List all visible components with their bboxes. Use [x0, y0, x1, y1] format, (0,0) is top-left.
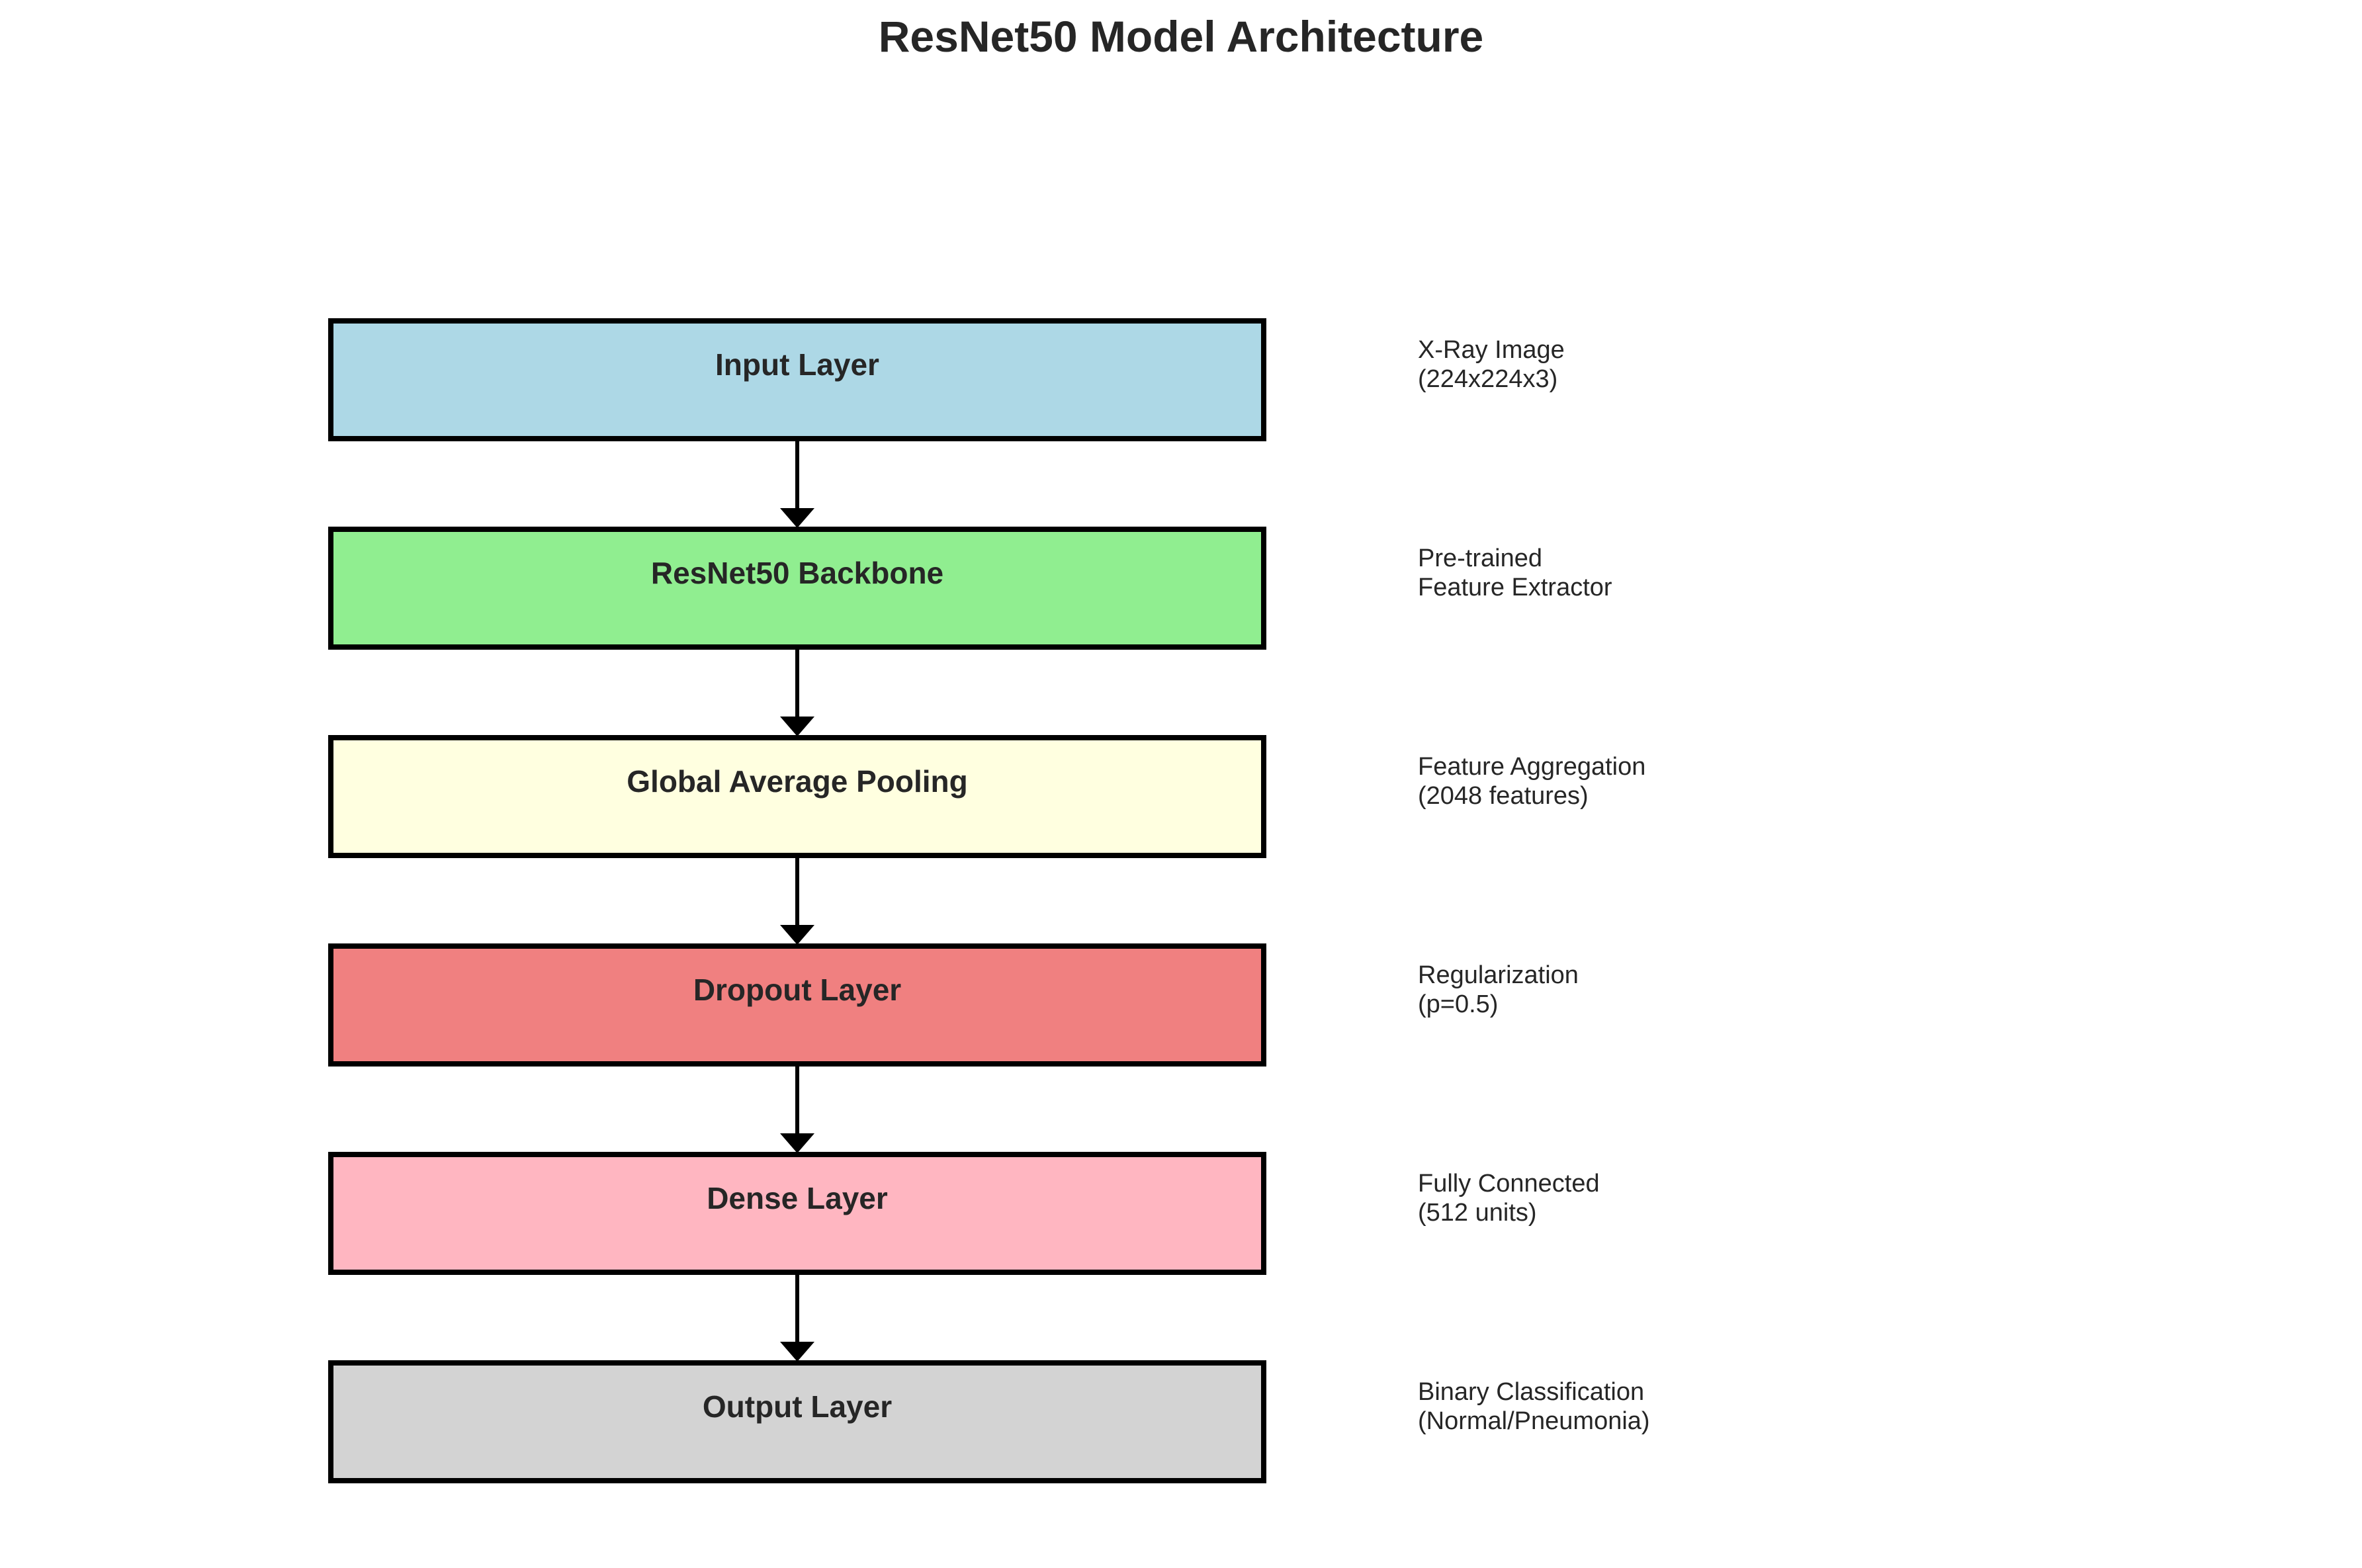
layer-label: Dense Layer — [707, 1181, 888, 1215]
layer-global-average-pooling: Global Average Pooling Feature Aggregatio… — [328, 735, 1645, 858]
layer-box — [328, 318, 1266, 441]
arrow-down — [780, 1067, 814, 1153]
arrow-down — [780, 650, 814, 736]
description-line: Pre-trained — [1418, 544, 1542, 572]
layer-box — [328, 735, 1266, 858]
layer-label: Output Layer — [703, 1389, 892, 1424]
description-line: X-Ray Image — [1418, 336, 1565, 364]
arrow-head — [780, 925, 814, 945]
arrow-head — [780, 1342, 814, 1362]
arrow-down — [780, 441, 814, 528]
layer-box — [328, 943, 1266, 1067]
description-line: (512 units) — [1418, 1199, 1537, 1227]
layer-label: Global Average Pooling — [627, 764, 967, 799]
arrow-head — [780, 508, 814, 528]
layer-stack: Input Layer X-Ray Image(224x224x3) ResNet5… — [328, 318, 1650, 1483]
layer-box — [328, 1152, 1266, 1275]
layer-dense-layer: Dense Layer Fully Connected(512 units) — [328, 1152, 1600, 1275]
layer-description: Fully Connected(512 units) — [1418, 1170, 1600, 1227]
description-line: (p=0.5) — [1418, 990, 1498, 1018]
layer-description: X-Ray Image(224x224x3) — [1418, 336, 1565, 393]
arrow-head — [780, 1133, 814, 1153]
layer-label: Dropout Layer — [693, 973, 901, 1007]
arrow-down — [780, 1275, 814, 1362]
flow-arrows — [780, 441, 814, 1362]
layer-input-layer: Input Layer X-Ray Image(224x224x3) — [328, 318, 1565, 441]
description-line: (224x224x3) — [1418, 365, 1557, 393]
description-line: Binary Classification — [1418, 1378, 1644, 1406]
layer-box — [328, 527, 1266, 650]
description-line: (2048 features) — [1418, 782, 1589, 810]
description-line: Feature Extractor — [1418, 574, 1612, 601]
layer-label: Input Layer — [715, 347, 879, 382]
layer-description: Feature Aggregation(2048 features) — [1418, 753, 1645, 810]
description-line: Regularization — [1418, 961, 1579, 989]
layer-dropout-layer: Dropout Layer Regularization(p=0.5) — [328, 943, 1579, 1067]
description-line: Feature Aggregation — [1418, 753, 1645, 781]
description-line: (Normal/Pneumonia) — [1418, 1407, 1650, 1435]
layer-description: Regularization(p=0.5) — [1418, 961, 1579, 1018]
arrow-head — [780, 717, 814, 736]
layer-description: Binary Classification(Normal/Pneumonia) — [1418, 1378, 1650, 1435]
layer-label: ResNet50 Backbone — [651, 556, 943, 590]
arrow-down — [780, 858, 814, 945]
layer-output-layer: Output Layer Binary Classification(Normal… — [328, 1360, 1650, 1483]
description-line: Fully Connected — [1418, 1170, 1600, 1198]
diagram-title: ResNet50 Model Architecture — [879, 12, 1484, 61]
layer-box — [328, 1360, 1266, 1483]
